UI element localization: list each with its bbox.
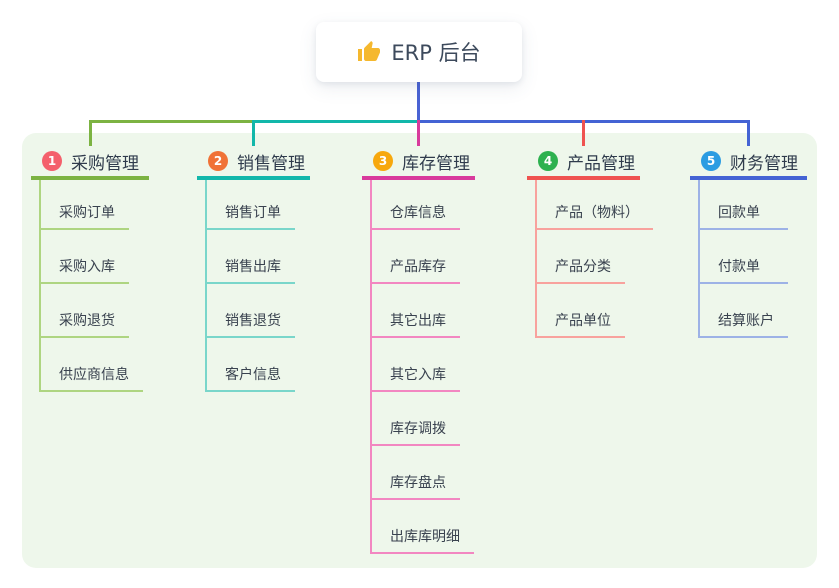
child-node[interactable]: 供应商信息 <box>41 338 143 392</box>
branch-children: 回款单付款单结算账户 <box>698 180 788 338</box>
child-node[interactable]: 库存调拨 <box>372 392 460 446</box>
branch-number-badge: 3 <box>373 151 393 171</box>
child-node[interactable]: 结算账户 <box>700 284 788 338</box>
child-node[interactable]: 产品分类 <box>537 230 625 284</box>
branch-node-2[interactable]: 2 销售管理 <box>197 146 310 180</box>
thumbs-up-icon <box>358 41 381 61</box>
branch-children: 产品（物料）产品分类产品单位 <box>535 180 653 338</box>
root-node-erp-backend[interactable]: ERP 后台 <box>316 22 522 82</box>
connector-h-branch1 <box>88 120 255 123</box>
child-node[interactable]: 销售订单 <box>207 180 295 230</box>
branch-title: 财务管理 <box>730 153 798 174</box>
child-node[interactable]: 采购入库 <box>41 230 129 284</box>
child-node[interactable]: 销售出库 <box>207 230 295 284</box>
branch-title: 采购管理 <box>71 153 139 174</box>
branch-number-badge: 1 <box>42 151 62 171</box>
child-node[interactable]: 采购退货 <box>41 284 129 338</box>
branch-node-5[interactable]: 5 财务管理 <box>690 146 807 180</box>
child-node[interactable]: 其它出库 <box>372 284 460 338</box>
branches-panel <box>22 133 817 568</box>
child-node[interactable]: 库存盘点 <box>372 446 460 500</box>
branch-children: 仓库信息产品库存其它出库其它入库库存调拨库存盘点出库库明细 <box>370 180 474 554</box>
branch-node-1[interactable]: 1 采购管理 <box>31 146 149 180</box>
branch-children: 销售订单销售出库销售退货客户信息 <box>205 180 295 392</box>
connector-drop-branch5 <box>747 120 750 146</box>
branch-node-3[interactable]: 3 库存管理 <box>362 146 475 180</box>
branch-2: 2 销售管理销售订单销售出库销售退货客户信息 <box>197 146 310 392</box>
child-node[interactable]: 其它入库 <box>372 338 460 392</box>
connector-root-drop <box>417 82 420 121</box>
child-node[interactable]: 产品（物料） <box>537 180 653 230</box>
connector-h-branch2 <box>252 120 420 123</box>
branch-1: 1 采购管理采购订单采购入库采购退货供应商信息 <box>31 146 149 392</box>
branch-node-4[interactable]: 4 产品管理 <box>527 146 640 180</box>
connector-drop-branch2 <box>252 120 255 146</box>
branch-5: 5 财务管理回款单付款单结算账户 <box>690 146 807 338</box>
child-node[interactable]: 仓库信息 <box>372 180 460 230</box>
child-node[interactable]: 客户信息 <box>207 338 295 392</box>
child-node[interactable]: 回款单 <box>700 180 788 230</box>
child-node[interactable]: 采购订单 <box>41 180 129 230</box>
branch-children: 采购订单采购入库采购退货供应商信息 <box>39 180 143 392</box>
root-node-label: ERP 后台 <box>391 41 481 65</box>
branch-title: 产品管理 <box>567 153 635 174</box>
connector-drop-branch1 <box>88 120 92 146</box>
connector-drop-branch3 <box>417 120 420 146</box>
child-node[interactable]: 付款单 <box>700 230 788 284</box>
branch-number-badge: 4 <box>538 151 558 171</box>
child-node[interactable]: 出库库明细 <box>372 500 474 554</box>
child-node[interactable]: 销售退货 <box>207 284 295 338</box>
branch-number-badge: 5 <box>701 151 721 171</box>
branch-title: 库存管理 <box>402 153 470 174</box>
branch-3: 3 库存管理仓库信息产品库存其它出库其它入库库存调拨库存盘点出库库明细 <box>362 146 475 554</box>
branch-4: 4 产品管理产品（物料）产品分类产品单位 <box>527 146 653 338</box>
branch-number-badge: 2 <box>208 151 228 171</box>
child-node[interactable]: 产品单位 <box>537 284 625 338</box>
branch-title: 销售管理 <box>237 153 305 174</box>
child-node[interactable]: 产品库存 <box>372 230 460 284</box>
connector-drop-branch4 <box>582 120 585 146</box>
